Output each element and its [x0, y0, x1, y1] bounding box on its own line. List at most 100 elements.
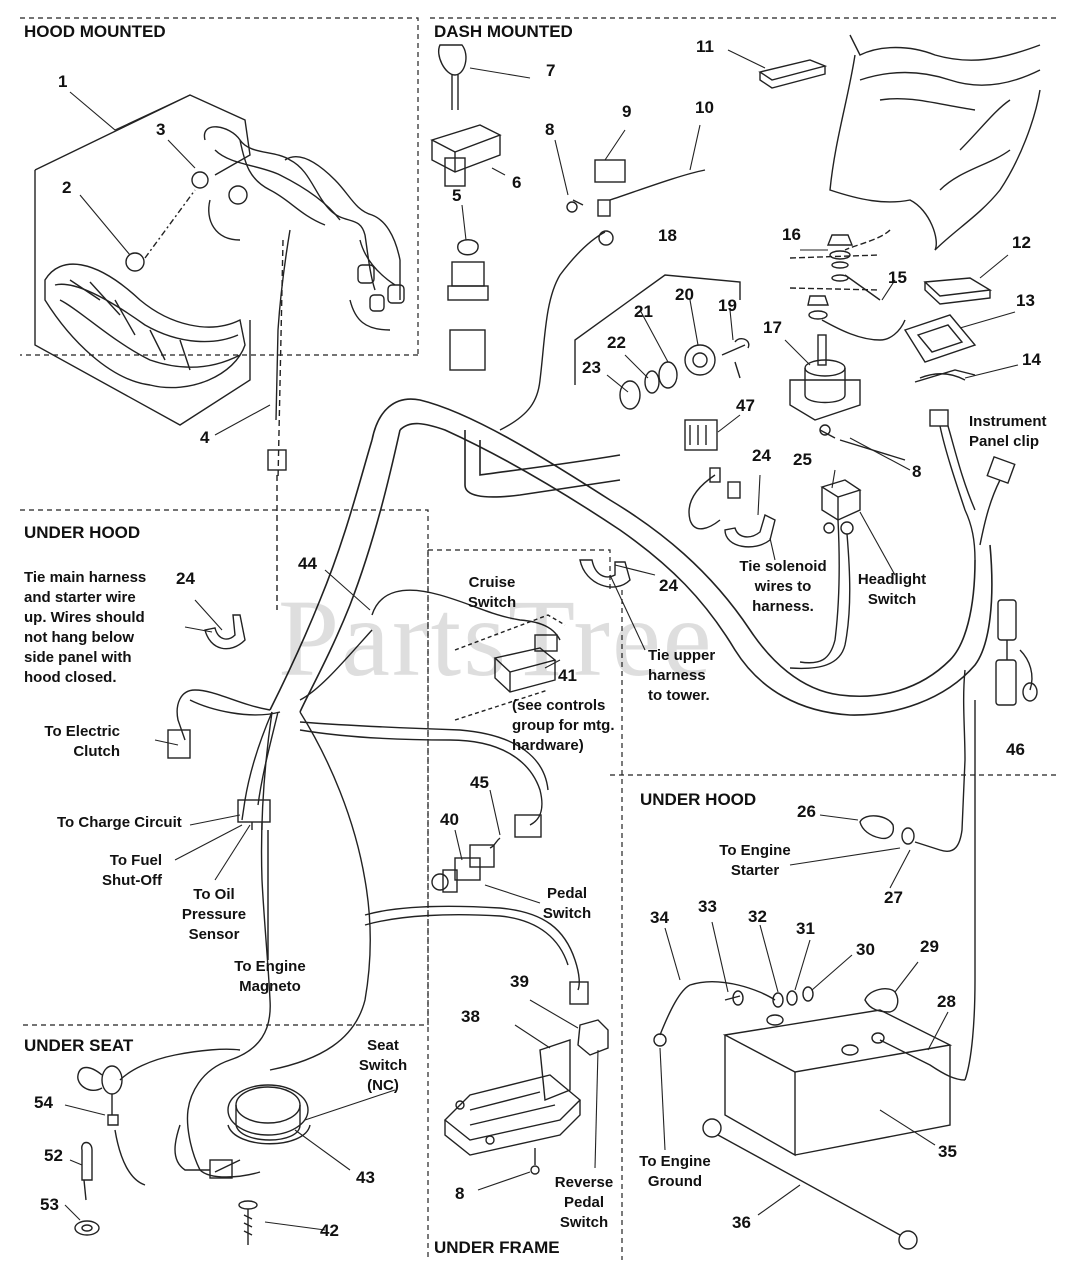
note-charge-circuit: To Charge Circuit — [57, 814, 182, 831]
callout-15: 15 — [888, 268, 907, 287]
section-under-hood-left: UNDER HOOD — [24, 523, 141, 542]
callout-7: 7 — [546, 61, 556, 80]
bracket-18 — [574, 274, 741, 385]
nut-16 — [826, 234, 854, 246]
plug-54 — [77, 1065, 123, 1126]
connector-45 — [514, 814, 542, 838]
callout-1: 1 — [58, 72, 68, 91]
callout-33: 33 — [698, 897, 717, 916]
callout-4: 4 — [200, 428, 210, 447]
callout-17: 17 — [763, 318, 782, 337]
hood-wiring — [203, 126, 401, 331]
callout-8-frame: 8 — [455, 1184, 465, 1203]
boot-26 — [859, 815, 895, 840]
callout-53: 53 — [40, 1195, 59, 1214]
callout-23: 23 — [582, 358, 601, 377]
section-hood-mounted: HOOD MOUNTED — [24, 22, 166, 41]
callout-39: 39 — [510, 972, 529, 991]
frame-13 — [903, 314, 977, 363]
clamp-24a — [724, 513, 776, 548]
callout-6: 6 — [512, 173, 522, 192]
starter-cable — [914, 669, 966, 852]
screw-42 — [238, 1200, 258, 1245]
rod-36 — [702, 1118, 918, 1250]
callout-24-solenoid: 24 — [752, 446, 771, 465]
bulb — [125, 252, 145, 272]
dash-shroud — [829, 34, 1041, 251]
panel-connector — [929, 409, 949, 427]
relay-9 — [594, 159, 626, 183]
main-harness — [269, 398, 993, 716]
callout-11: 11 — [696, 37, 714, 56]
callout-36: 36 — [732, 1213, 751, 1232]
callout-34: 34 — [650, 908, 669, 927]
ignition-switch — [430, 124, 502, 187]
callout-45: 45 — [470, 773, 489, 792]
callout-18: 18 — [658, 226, 677, 245]
pedal-switch-40 — [431, 857, 481, 893]
clip-14 — [914, 369, 976, 383]
reverse-switch-39 — [577, 1019, 609, 1056]
ground-wire — [499, 231, 606, 431]
section-dash-mounted: DASH MOUNTED — [434, 22, 573, 41]
callout-35: 35 — [938, 1142, 957, 1161]
callout-32: 32 — [748, 907, 767, 926]
callout-27: 27 — [884, 888, 903, 907]
callout-52: 52 — [44, 1146, 63, 1165]
connector-47 — [684, 419, 718, 451]
solenoid-17 — [789, 334, 861, 421]
hood-connector — [267, 449, 287, 471]
switch-wires — [799, 519, 840, 664]
ignition-key — [438, 44, 467, 110]
callout-26: 26 — [797, 802, 816, 821]
pto-switch — [447, 239, 489, 371]
callout-54: 54 — [34, 1093, 53, 1112]
nut-30 — [802, 986, 814, 1002]
clamp-24c — [204, 614, 246, 650]
cable-34 — [659, 981, 776, 1036]
callout-24-tower: 24 — [659, 576, 678, 595]
connector-46 — [995, 599, 1038, 706]
part-20 — [684, 344, 716, 376]
terminal-27 — [901, 827, 915, 845]
callout-19: 19 — [718, 296, 737, 315]
key-19 — [721, 338, 750, 356]
boot-29 — [864, 988, 899, 1013]
bracket-38 — [539, 1039, 571, 1101]
callout-28: 28 — [937, 992, 956, 1011]
callout-42: 42 — [320, 1221, 339, 1240]
hood-harness-wire — [275, 229, 291, 421]
nut-53 — [74, 1220, 100, 1236]
fuse-52 — [81, 1141, 93, 1201]
callout-43: 43 — [356, 1168, 375, 1187]
seat-switch-43 — [227, 1084, 311, 1145]
callout-8-top: 8 — [545, 120, 555, 139]
wire-44 — [371, 589, 561, 641]
section-borders — [20, 17, 1058, 1260]
washer-31 — [786, 990, 798, 1006]
charge-connector — [237, 799, 271, 823]
callout-3: 3 — [156, 120, 166, 139]
callout-47: 47 — [736, 396, 755, 415]
reverse-connector — [569, 981, 589, 1005]
part-22 — [644, 370, 660, 394]
seat-connector — [209, 1159, 233, 1179]
headlight-switch-25 — [820, 479, 862, 521]
callout-20: 20 — [675, 285, 694, 304]
callout-12: 12 — [1012, 233, 1031, 252]
callout-31: 31 — [796, 919, 815, 938]
